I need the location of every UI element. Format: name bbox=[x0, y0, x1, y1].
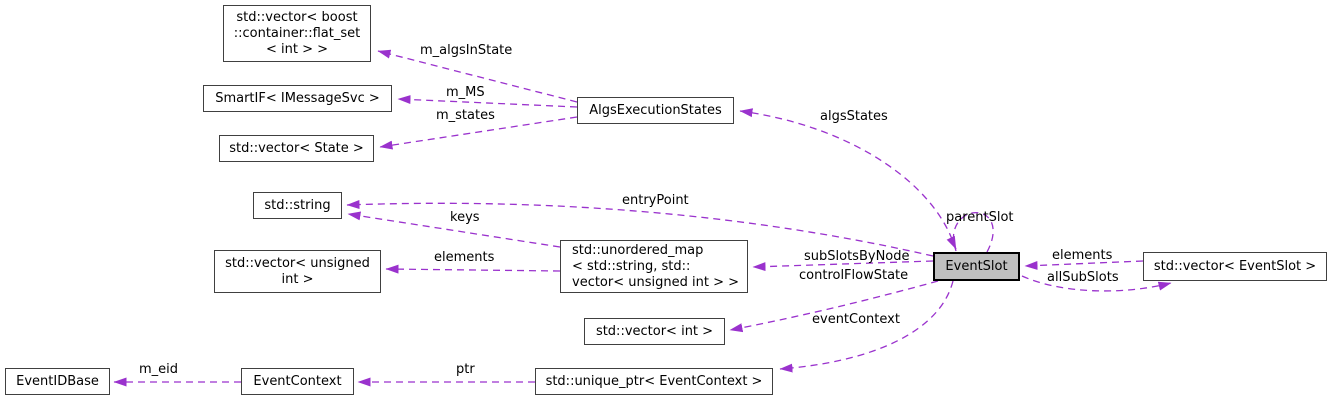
class-node-algsexecutionstates[interactable]: AlgsExecutionStates bbox=[577, 97, 734, 124]
class-node-vector-state[interactable]: std::vector< State > bbox=[219, 135, 374, 162]
class-node-vector-int[interactable]: std::vector< int > bbox=[584, 318, 725, 345]
edge-label-entrypoint: entryPoint bbox=[622, 193, 689, 208]
edge-label-keys: keys bbox=[450, 210, 480, 225]
edge-m-algsinstate bbox=[377, 49, 578, 103]
class-node-eventcontext[interactable]: EventContext bbox=[241, 368, 354, 395]
edge-label-m-algsinstate: m_algsInState bbox=[420, 43, 513, 58]
edge-m-states bbox=[379, 116, 578, 150]
edge-elements-map bbox=[385, 264, 561, 274]
class-node-vector-unsigned-int[interactable]: std::vector< unsigned int > bbox=[214, 250, 381, 293]
edge-label-elements-map: elements bbox=[434, 250, 495, 265]
edge-label-allsubslots: allSubSlots bbox=[1047, 270, 1119, 285]
edge-label-subslotsbynode: subSlotsByNode bbox=[804, 249, 910, 264]
edge-elements-vector bbox=[1024, 260, 1144, 270]
edge-allsubslots bbox=[1021, 275, 1172, 292]
class-node-unique-ptr-eventcontext[interactable]: std::unique_ptr< EventContext > bbox=[535, 368, 773, 395]
edge-label-m-eid: m_eid bbox=[139, 362, 179, 377]
edge-label-parentslot: parentSlot bbox=[946, 210, 1014, 225]
edge-parentslot bbox=[946, 212, 994, 253]
edge-label-controlflowstate: controlFlowState bbox=[799, 268, 909, 283]
class-node-unordered-map[interactable]: std::unordered_map < std::string, std:: … bbox=[560, 240, 748, 293]
class-node-eventidbase[interactable]: EventIDBase bbox=[5, 368, 110, 395]
class-node-vector-eventslot[interactable]: std::vector< EventSlot > bbox=[1143, 252, 1327, 281]
edge-label-eventcontext: eventContext bbox=[812, 312, 900, 327]
class-node-smartif-imessagesvc[interactable]: SmartIF< IMessageSvc > bbox=[203, 85, 392, 112]
edge-label-ptr: ptr bbox=[456, 362, 475, 377]
edge-m-ms bbox=[397, 95, 578, 108]
edge-label-elements-vector: elements bbox=[1052, 248, 1113, 263]
edge-label-algsstates: algsStates bbox=[820, 109, 888, 124]
class-node-vector-flat-set[interactable]: std::vector< boost ::container::flat_set… bbox=[223, 5, 371, 62]
edge-eventcontext bbox=[779, 280, 954, 373]
edge-subslotsbynode bbox=[752, 260, 934, 272]
edge-algsstates bbox=[739, 108, 957, 252]
edge-label-m-states: m_states bbox=[436, 108, 495, 123]
class-node-std-string[interactable]: std::string bbox=[253, 192, 342, 219]
edge-label-m-ms: m_MS bbox=[446, 85, 485, 100]
edge-entrypoint bbox=[346, 200, 934, 257]
class-node-eventslot-current: EventSlot bbox=[933, 252, 1020, 281]
edge-controlflowstate bbox=[729, 280, 939, 333]
